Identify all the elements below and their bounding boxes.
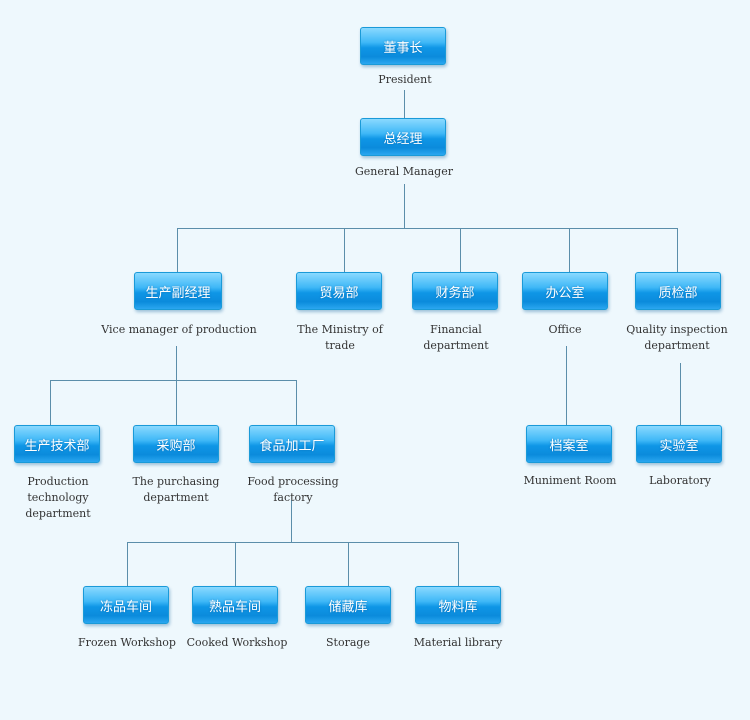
caption-office: Office (548, 323, 582, 336)
node-frozen-workshop[interactable]: 冻品车间 (83, 586, 169, 624)
caption-storage: Storage (326, 636, 370, 649)
node-general-manager[interactable]: 总经理 (360, 118, 446, 156)
caption-purchasing: The purchasing department (132, 475, 220, 504)
caption-laboratory: Laboratory (649, 474, 711, 487)
node-quality[interactable]: 质检部 (635, 272, 721, 310)
node-laboratory[interactable]: 实验室 (636, 425, 722, 463)
node-production-technology[interactable]: 生产技术部 (14, 425, 100, 463)
node-purchasing[interactable]: 采购部 (133, 425, 219, 463)
caption-president: President (378, 73, 432, 86)
caption-vp-production: Vice manager of production (101, 323, 257, 336)
node-finance[interactable]: 财务部 (412, 272, 498, 310)
caption-trade: The Ministry of trade (297, 323, 383, 352)
node-food-factory[interactable]: 食品加工厂 (249, 425, 335, 463)
node-cooked-workshop[interactable]: 熟品车间 (192, 586, 278, 624)
node-vp-production[interactable]: 生产副经理 (134, 272, 222, 310)
caption-production-technology: Production technology department (25, 475, 91, 520)
node-material-library[interactable]: 物料库 (415, 586, 501, 624)
caption-finance: Financial department (423, 323, 489, 352)
caption-general-manager: General Manager (355, 165, 453, 178)
caption-quality: Quality inspection department (626, 323, 728, 352)
caption-material-library: Material library (413, 636, 503, 649)
node-office[interactable]: 办公室 (522, 272, 608, 310)
node-trade[interactable]: 贸易部 (296, 272, 382, 310)
caption-muniment-room: Muniment Room (523, 474, 617, 487)
caption-frozen-workshop: Frozen Workshop (78, 636, 176, 649)
node-president[interactable]: 董事长 (360, 27, 446, 65)
caption-cooked-workshop: Cooked Workshop (186, 636, 288, 649)
node-storage[interactable]: 储藏库 (305, 586, 391, 624)
node-muniment-room[interactable]: 档案室 (526, 425, 612, 463)
caption-food-factory: Food processing factory (247, 475, 339, 504)
